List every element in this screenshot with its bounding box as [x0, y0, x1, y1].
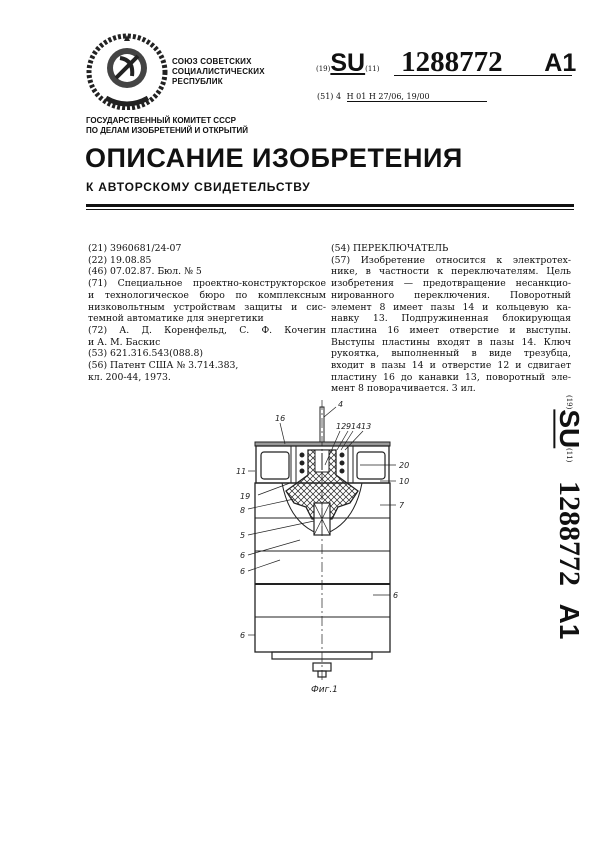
- country-code: SU: [330, 49, 366, 77]
- side-country: SU: [554, 409, 585, 449]
- biblio-line: и А. М. Баскис: [88, 336, 161, 348]
- committee: ГОСУДАРСТВЕННЫЙ КОМИТЕТ СССР ПО ДЕЛАМ ИЗ…: [86, 116, 248, 136]
- label-16: 16: [275, 414, 285, 423]
- state-line: РЕСПУБЛИК: [172, 77, 223, 86]
- label-20: 20: [399, 461, 409, 470]
- code-19: (19): [316, 65, 331, 73]
- state-line: СОЮЗ СОВЕТСКИХ: [172, 57, 252, 66]
- abstract-line: элемент 8 имеет пазы 14 и кольцевую ка-: [331, 301, 571, 313]
- abstract-line: пластина 16 имеет отверстие и выступы.: [331, 324, 571, 336]
- label-4: 4: [338, 400, 343, 409]
- invention-title: (54) ПЕРЕКЛЮЧАТЕЛЬ: [331, 243, 449, 254]
- biblio-line: (71) Специальное проектно-конструкторско…: [88, 278, 326, 290]
- biblio-line: (46) 07.02.87. Бюл. № 5: [88, 266, 202, 278]
- abstract-line: входит в пазы 14 и отверстие 12 и сдвига…: [331, 360, 571, 372]
- abstract-line: Выступы пластины входят в пазы 14. Ключ: [331, 336, 571, 348]
- patent-number-block: (19)SU(11) 1288772 A1: [316, 46, 576, 79]
- ipc-code: Н 01 Н 27/06, 19/00: [346, 92, 487, 102]
- label-12: 12: [336, 422, 346, 431]
- state-name: СОЮЗ СОВЕТСКИХ СОЦИАЛИСТИЧЕСКИХ РЕСПУБЛИ…: [172, 57, 265, 87]
- abstract-line: (57) Изобретение относится к электротех-: [331, 254, 571, 266]
- document-title: ОПИСАНИЕ ИЗОБРЕТЕНИЯ: [85, 143, 463, 173]
- abstract-line: рукоятка, выполненный в виде трезубца,: [331, 348, 571, 360]
- label-6: 6: [393, 591, 398, 600]
- bibliographic-data: (21) 3960681/24-07 (22) 19.08.85 (46) 07…: [88, 243, 326, 383]
- label-13: 13: [361, 422, 371, 431]
- label-8: 8: [240, 506, 245, 515]
- label-5: 5: [240, 531, 245, 540]
- abstract: (54) ПЕРЕКЛЮЧАТЕЛЬ (57) Изобретение отно…: [331, 243, 571, 395]
- biblio-line: низковольтным устройствам защиты и сис-: [88, 301, 326, 313]
- label-6: 6: [240, 551, 245, 560]
- label-7: 7: [399, 501, 405, 510]
- code-11: (11): [365, 65, 380, 73]
- number-underline: [394, 75, 572, 76]
- ipc-line: (51) 4 Н 01 Н 27/06, 19/00: [317, 92, 487, 102]
- biblio-line: (72) А. Д. Коренфельд, С. Ф. Кочегин: [88, 324, 326, 336]
- figure-1-drawing: 4 16 12 9 14 13 11 20 10 19 8 7 5 6 6 6 …: [236, 400, 409, 695]
- label-6: 6: [240, 631, 245, 640]
- side-kind: A1: [554, 603, 585, 640]
- patent-number: 1288772: [401, 46, 503, 78]
- committee-line: ПО ДЕЛАМ ИЗОБРЕТЕНИЙ И ОТКРЫТИЙ: [86, 126, 249, 135]
- abstract-line: нике, в частности к переключателям. Цель: [331, 266, 571, 278]
- side-code-11: (11): [565, 448, 573, 463]
- divider: [86, 209, 574, 210]
- label-14: 14: [351, 422, 361, 431]
- abstract-line: мент 8 поворачивается. 3 ил.: [331, 383, 476, 395]
- side-number: 1288772: [553, 480, 586, 586]
- abstract-line: навку 13. Подпружиненная блокирующая: [331, 313, 571, 325]
- divider: [86, 204, 574, 207]
- label-11: 11: [236, 467, 246, 476]
- abstract-line: нированного переключения. Поворотный: [331, 289, 571, 301]
- biblio-line: (22) 19.08.85: [88, 254, 152, 266]
- biblio-line: (53) 621.316.543(088.8): [88, 348, 204, 360]
- state-line: СОЦИАЛИСТИЧЕСКИХ: [172, 67, 265, 76]
- biblio-line: (56) Патент США № 3.714.383,: [88, 360, 239, 372]
- figure-caption: Фиг.1: [311, 685, 338, 695]
- abstract-line: изобретения — предотвращение несанкцио-: [331, 278, 571, 290]
- side-patent-number: (19)SU(11) 1288772A1: [552, 395, 586, 639]
- ipc-label: (51) 4: [317, 92, 342, 101]
- biblio-line: темной автоматике для энергетики: [88, 313, 264, 325]
- kind-code: A1: [544, 49, 577, 77]
- biblio-line: и технологическое бюро по комплексным: [88, 289, 326, 301]
- abstract-line: пластину 16 до канавки 13, поворотный эл…: [331, 371, 571, 383]
- document-subtitle: К АВТОРСКОМУ СВИДЕТЕЛЬСТВУ: [86, 180, 311, 194]
- biblio-line: кл. 200-44, 1973.: [88, 371, 171, 383]
- label-10: 10: [399, 477, 409, 486]
- label-9: 9: [346, 422, 351, 431]
- label-19: 19: [240, 492, 250, 501]
- label-6: 6: [240, 567, 245, 576]
- biblio-line: (21) 3960681/24-07: [88, 243, 182, 254]
- ussr-emblem-icon: [86, 33, 168, 110]
- side-code-19: (19): [565, 395, 573, 410]
- committee-line: ГОСУДАРСТВЕННЫЙ КОМИТЕТ СССР: [86, 116, 236, 125]
